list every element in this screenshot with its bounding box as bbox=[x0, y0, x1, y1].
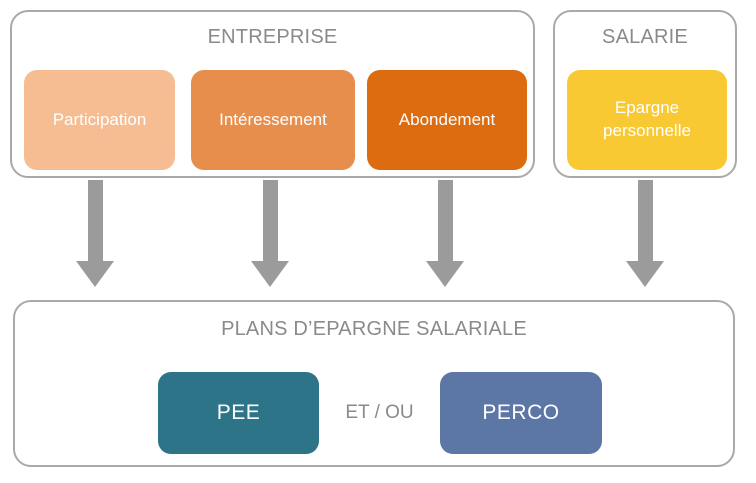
arrow-stem bbox=[262, 180, 278, 261]
pee-label: PEE bbox=[216, 400, 261, 424]
arrow-stem bbox=[437, 180, 453, 261]
perco-box: PERCO bbox=[440, 372, 602, 454]
participation-label: Participation bbox=[52, 109, 147, 129]
abondement-box: Abondement bbox=[367, 70, 527, 170]
arrow-stem bbox=[637, 180, 653, 261]
down-arrow-icon-epargne bbox=[626, 180, 664, 287]
et-ou-connector-label: ET / OU bbox=[345, 402, 414, 423]
arrow-head bbox=[251, 261, 289, 287]
entreprise-group: ENTREPRISE Participation Intéressement A… bbox=[10, 10, 535, 178]
abondement-label: Abondement bbox=[398, 109, 496, 129]
down-arrow-icon-abondement bbox=[426, 180, 464, 287]
interessement-label: Intéressement bbox=[219, 109, 327, 129]
participation-box: Participation bbox=[24, 70, 175, 170]
down-arrow-icon-participation bbox=[76, 180, 114, 287]
arrow-stem bbox=[87, 180, 103, 261]
salarie-group: SALARIE Epargne personnelle bbox=[553, 10, 737, 178]
epargne-personnelle-label: Epargne personnelle bbox=[603, 98, 691, 140]
pee-box: PEE bbox=[158, 372, 319, 454]
arrow-head bbox=[626, 261, 664, 287]
interessement-box: Intéressement bbox=[191, 70, 355, 170]
arrow-head bbox=[76, 261, 114, 287]
plans-epargne-group: PLANS D’EPARGNE SALARIALE PEE ET / OU PE… bbox=[13, 300, 735, 467]
epargne-personnelle-box: Epargne personnelle bbox=[567, 70, 727, 170]
down-arrow-icon-interessement bbox=[251, 180, 289, 287]
entreprise-title: ENTREPRISE bbox=[207, 26, 338, 48]
salarie-title: SALARIE bbox=[602, 26, 688, 48]
arrow-head bbox=[426, 261, 464, 287]
perco-label: PERCO bbox=[482, 400, 560, 424]
plans-epargne-title: PLANS D’EPARGNE SALARIALE bbox=[221, 318, 527, 340]
